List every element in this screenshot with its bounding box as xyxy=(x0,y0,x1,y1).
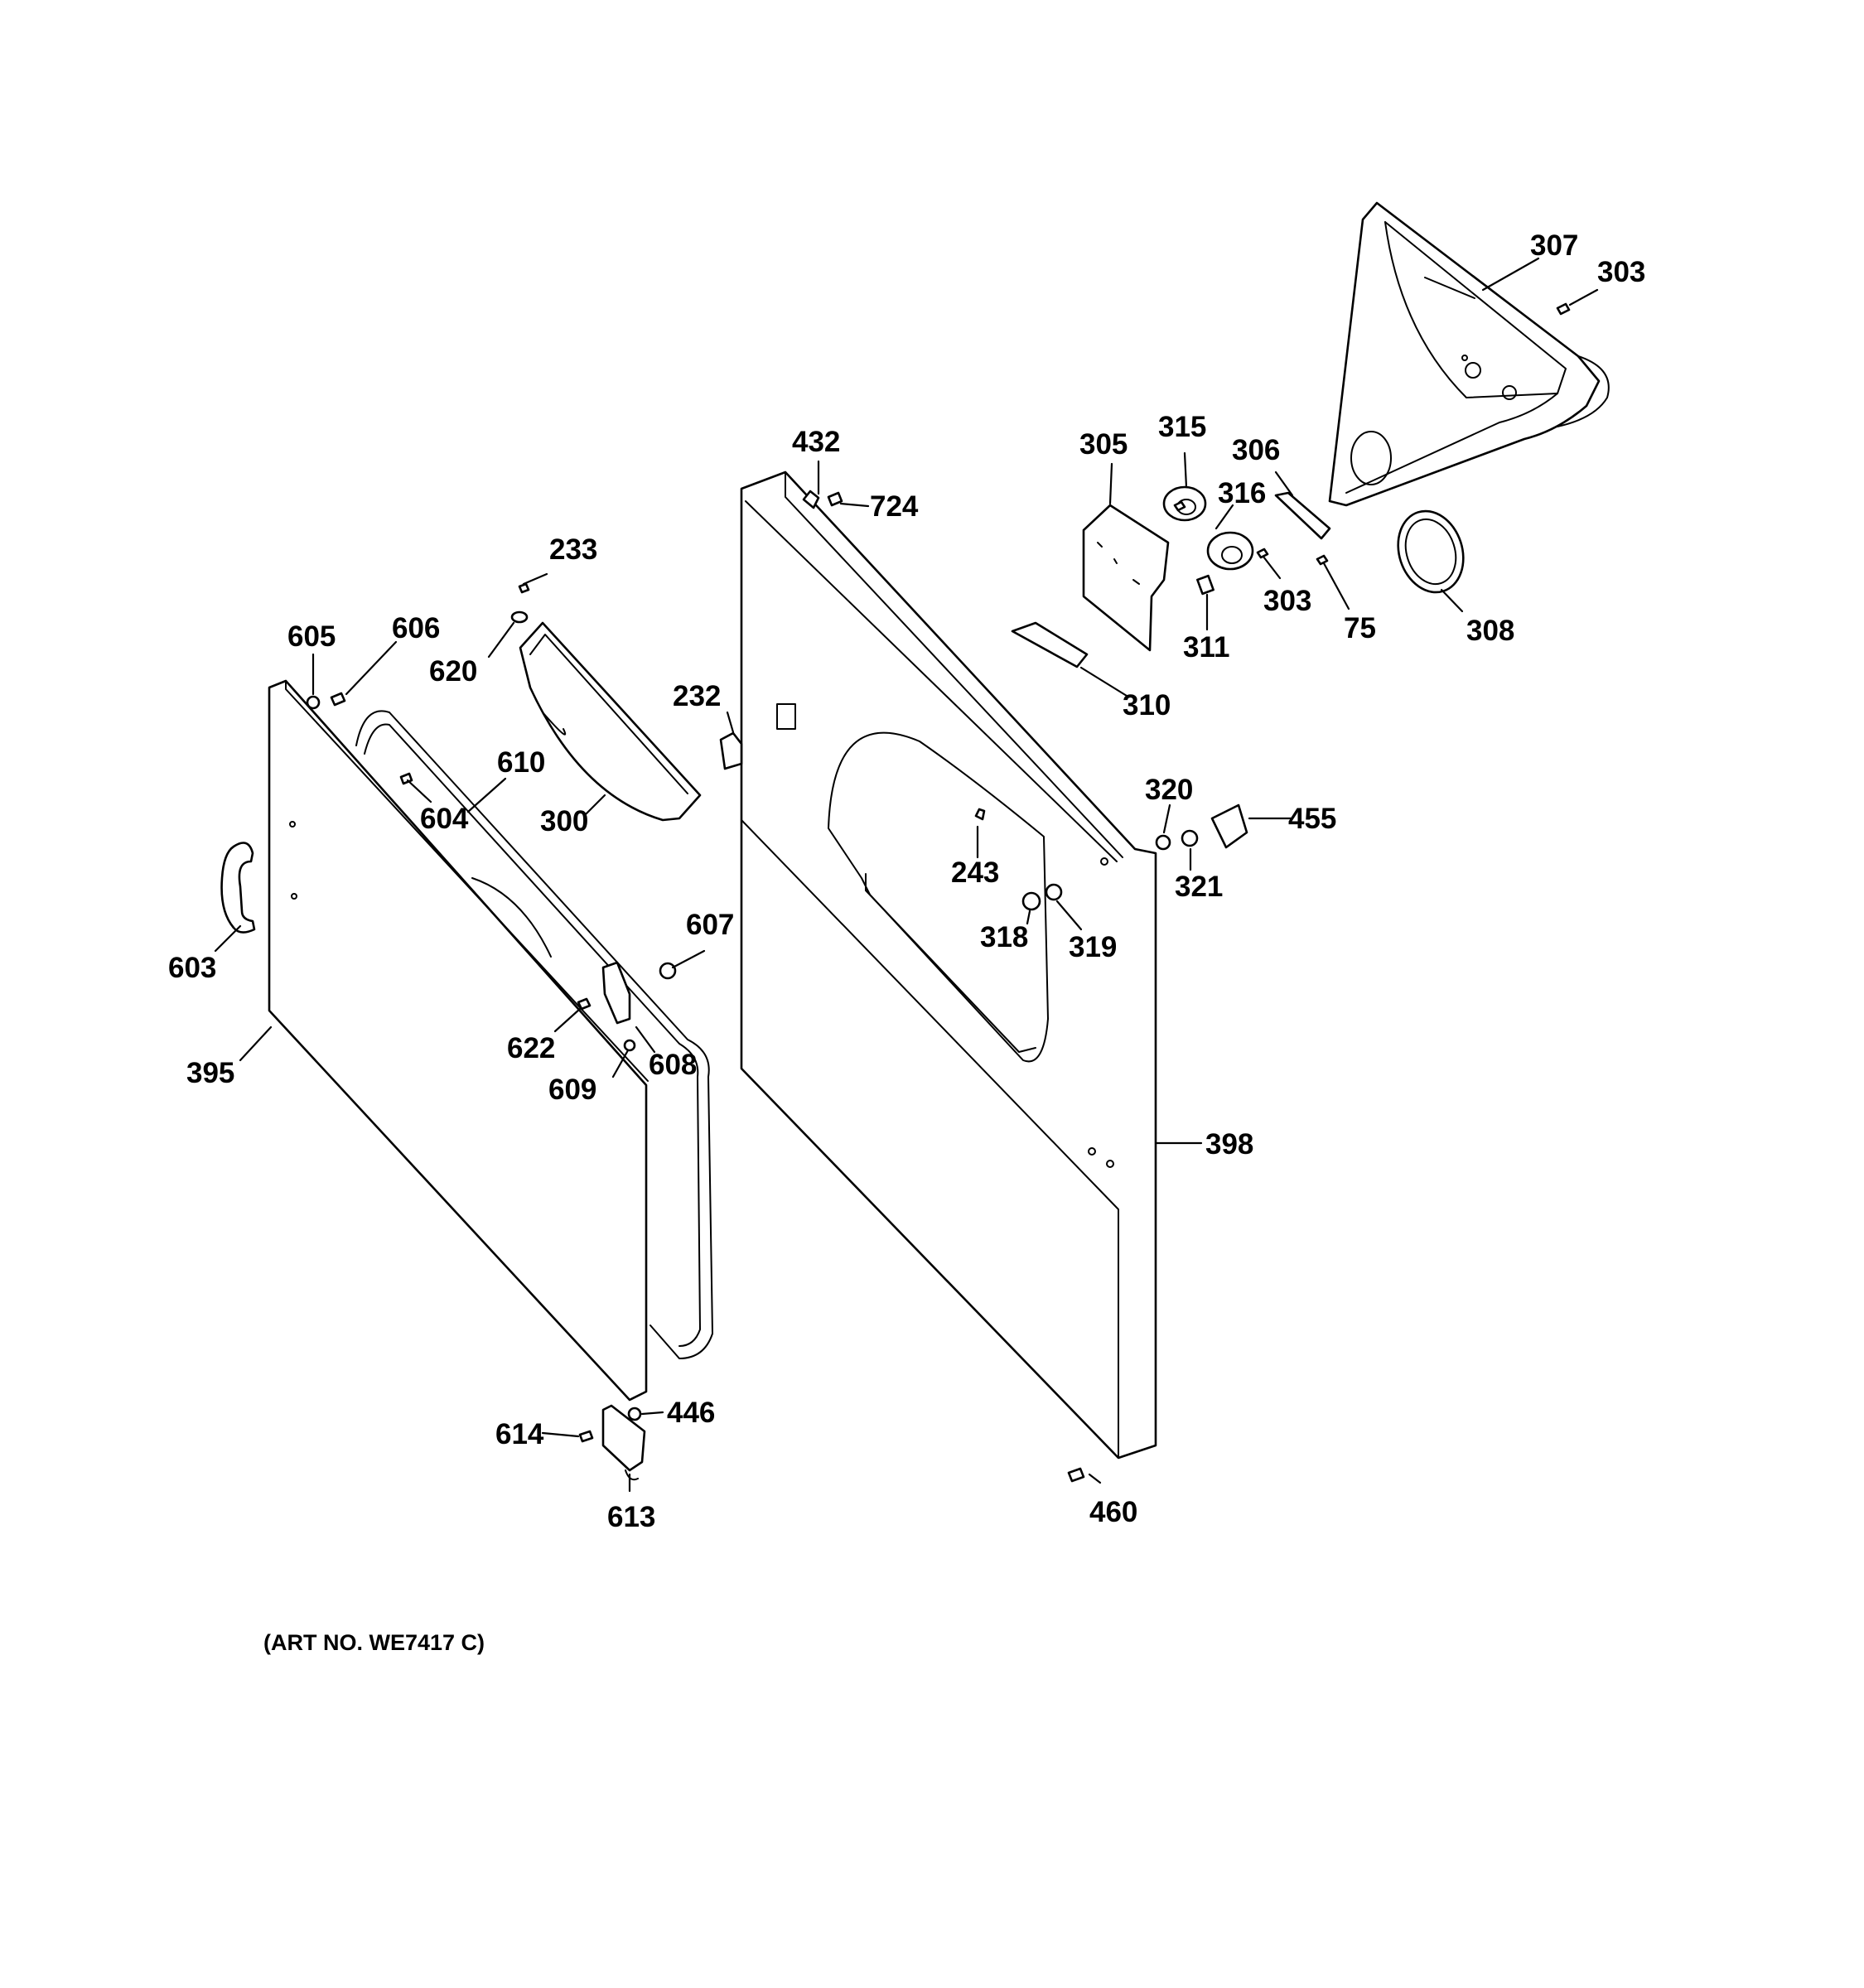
callout-232: 232 xyxy=(673,680,721,712)
callout-605: 605 xyxy=(287,620,336,653)
callout-labels: 307 303 432 724 305 315 306 316 303 75 3… xyxy=(168,229,1645,1533)
screws-303-75 xyxy=(1173,302,1571,566)
callout-243: 243 xyxy=(951,856,999,889)
callout-724: 724 xyxy=(870,490,919,523)
callout-300: 300 xyxy=(540,805,588,837)
thermostat-316 xyxy=(1206,531,1254,571)
callout-604: 604 xyxy=(420,803,469,835)
callout-310: 310 xyxy=(1123,689,1171,721)
thermostat-315 xyxy=(1162,485,1207,522)
callout-305: 305 xyxy=(1079,428,1128,461)
callout-303: 303 xyxy=(1597,256,1645,288)
front-panel-398 xyxy=(740,470,1157,1460)
clip-306 xyxy=(1274,491,1331,540)
latch-608 xyxy=(601,961,631,1025)
callout-318: 318 xyxy=(980,921,1028,953)
strike-232 xyxy=(719,731,743,770)
callout-620: 620 xyxy=(429,655,477,688)
callout-606: 606 xyxy=(392,612,440,644)
callout-319: 319 xyxy=(1069,931,1117,963)
callout-321: 321 xyxy=(1175,871,1223,903)
callout-315: 315 xyxy=(1158,411,1206,443)
leader-lines xyxy=(214,257,1599,1493)
callout-432: 432 xyxy=(792,426,840,458)
callout-455: 455 xyxy=(1288,803,1336,835)
door-liner xyxy=(355,710,713,1359)
door-panel-395 xyxy=(268,679,649,1402)
callout-307: 307 xyxy=(1530,229,1578,262)
fuse-311 xyxy=(1196,574,1214,596)
callout-607: 607 xyxy=(686,909,734,941)
insulator-310 xyxy=(1011,621,1089,668)
callout-308: 308 xyxy=(1466,615,1514,647)
handle-603 xyxy=(220,842,256,934)
callout-320: 320 xyxy=(1145,774,1193,806)
callout-614: 614 xyxy=(495,1418,544,1450)
callout-609: 609 xyxy=(548,1074,596,1106)
seal-308 xyxy=(1397,509,1465,594)
callout-446: 446 xyxy=(667,1397,715,1429)
hinge-613 xyxy=(601,1404,646,1481)
callout-460: 460 xyxy=(1089,1496,1137,1528)
callout-610: 610 xyxy=(497,746,545,779)
callout-75: 75 xyxy=(1344,612,1376,644)
art-number: (ART NO. WE7417 C) xyxy=(263,1630,485,1655)
bracket-305 xyxy=(1082,504,1170,652)
callout-316: 316 xyxy=(1218,477,1266,509)
callout-311: 311 xyxy=(1183,631,1229,663)
fasteners xyxy=(306,490,1248,1483)
callout-395: 395 xyxy=(186,1057,234,1089)
callout-303b: 303 xyxy=(1263,585,1311,617)
duct-307 xyxy=(1328,201,1610,507)
callout-603: 603 xyxy=(168,952,216,984)
callout-622: 622 xyxy=(507,1032,555,1064)
callout-306: 306 xyxy=(1232,434,1280,466)
lint-filter-300 xyxy=(519,621,702,822)
callout-613: 613 xyxy=(607,1501,655,1533)
callout-398: 398 xyxy=(1205,1128,1253,1160)
callout-608: 608 xyxy=(649,1049,697,1081)
callout-233: 233 xyxy=(549,533,597,566)
